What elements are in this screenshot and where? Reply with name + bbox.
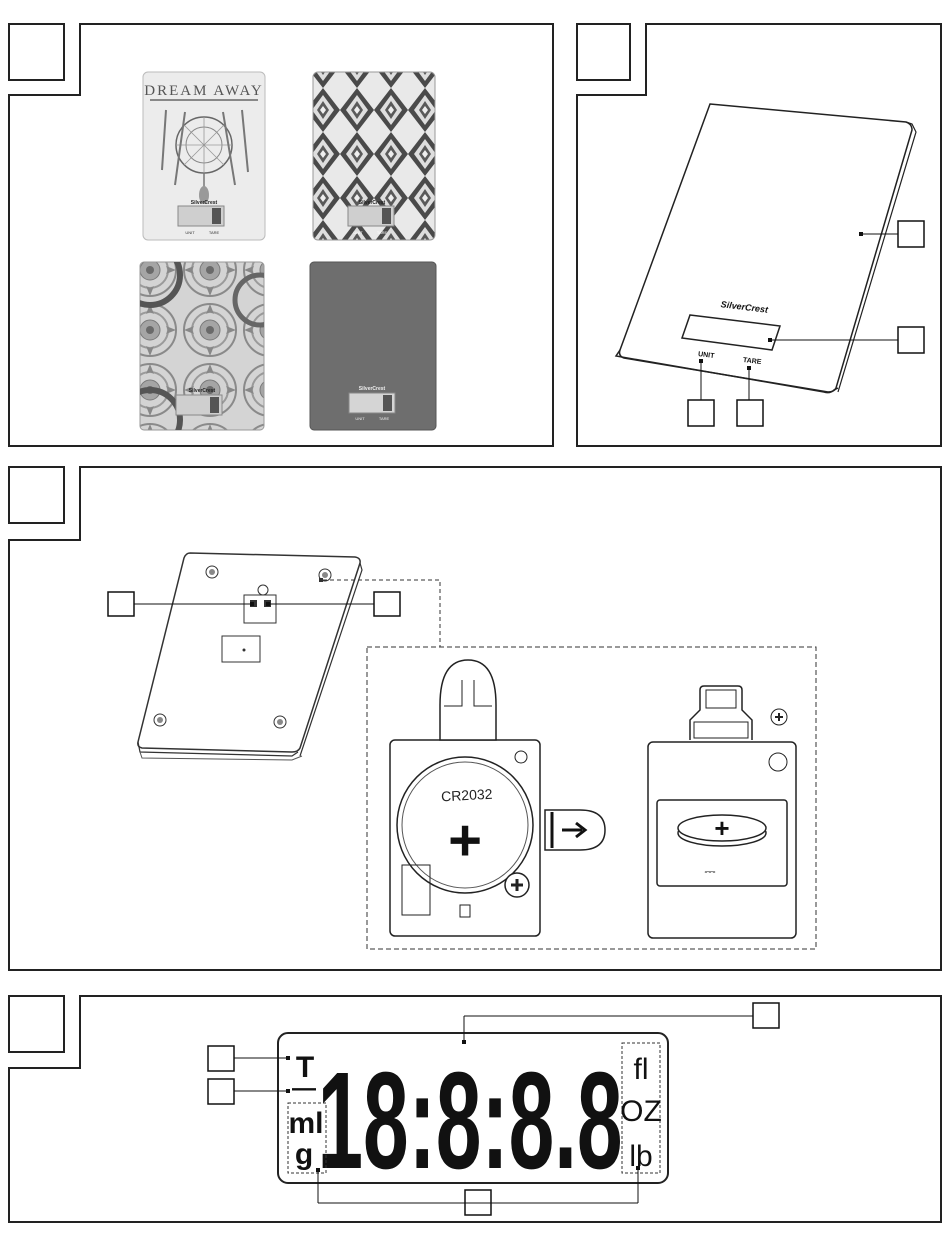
- callout-box-lcd-t: [208, 1046, 234, 1071]
- panel-b-scale-overview: SilverCrest UNIT TARE: [570, 0, 950, 452]
- battery-compartment-closed: + ⎓: [648, 686, 796, 938]
- panel-c-label-box: [9, 467, 64, 523]
- panel-c-battery: CR2032 + + ⎓: [0, 460, 950, 980]
- callout-box-compartment-right: [374, 592, 400, 616]
- callout-box-lcd-digits: [753, 1003, 779, 1028]
- battery-plus-sign: +: [448, 808, 482, 873]
- scale1-brand: SilverCrest: [191, 200, 218, 206]
- callout-box-lcd-minus: [208, 1079, 234, 1104]
- callout-box-platform: [898, 221, 924, 247]
- lcd-fl-unit: fl: [634, 1053, 649, 1086]
- callout-box-unit: [688, 400, 714, 426]
- scale-design-ikat: SilverCrest UNIT TARE: [313, 72, 435, 240]
- battery-model-text: CR2032: [441, 786, 493, 805]
- scale4-tare: TARE: [379, 416, 390, 421]
- scale-design-mandala: SilverCrest: [120, 245, 285, 450]
- scale-underside: [138, 553, 362, 760]
- panel-a-frame: [9, 24, 553, 446]
- panel-b-label-box: [577, 24, 630, 80]
- scale-design-grey: SilverCrest UNIT TARE: [310, 262, 436, 430]
- scale2-brand: SilverCrest: [359, 200, 386, 206]
- callout-box-display: [898, 327, 924, 353]
- panel-d-label-box: [9, 996, 64, 1052]
- dream-away-text: DREAM AWAY: [144, 83, 264, 99]
- scale1-unit: UNIT: [185, 230, 195, 235]
- scale2-unit: UNIT: [353, 230, 363, 235]
- dc-symbol: ⎓: [704, 863, 715, 879]
- panel-a-label-box: [9, 24, 64, 80]
- lcd-digits: 18:8:8.8: [318, 1044, 623, 1198]
- scale4-unit: UNIT: [355, 416, 365, 421]
- callout-box-compartment-left: [108, 592, 134, 616]
- callout-box-tare: [737, 400, 763, 426]
- lcd-lb-unit: lb: [629, 1140, 652, 1173]
- lcd-oz-unit: OZ: [620, 1095, 662, 1128]
- lcd-g-unit: g: [295, 1138, 313, 1171]
- panel-a-scale-designs: DREAM AWAY SilverCrest UNIT TARE SilverC…: [0, 0, 560, 452]
- lcd-ml-unit: ml: [288, 1107, 323, 1140]
- lcd-minus-indicator: —: [292, 1075, 316, 1102]
- scale2-tare: TARE: [377, 230, 388, 235]
- panel-d-lcd: 18:8:8.8 T — ml g fl OZ lb: [0, 988, 950, 1238]
- scale4-brand: SilverCrest: [359, 386, 386, 392]
- battery-holder-open: CR2032 +: [390, 660, 605, 936]
- scale3-brand: SilverCrest: [189, 388, 216, 394]
- scale-design-dreamcatcher: DREAM AWAY SilverCrest UNIT TARE: [143, 72, 265, 240]
- battery-polarity-plus: +: [714, 813, 729, 843]
- scale1-tare: TARE: [209, 230, 220, 235]
